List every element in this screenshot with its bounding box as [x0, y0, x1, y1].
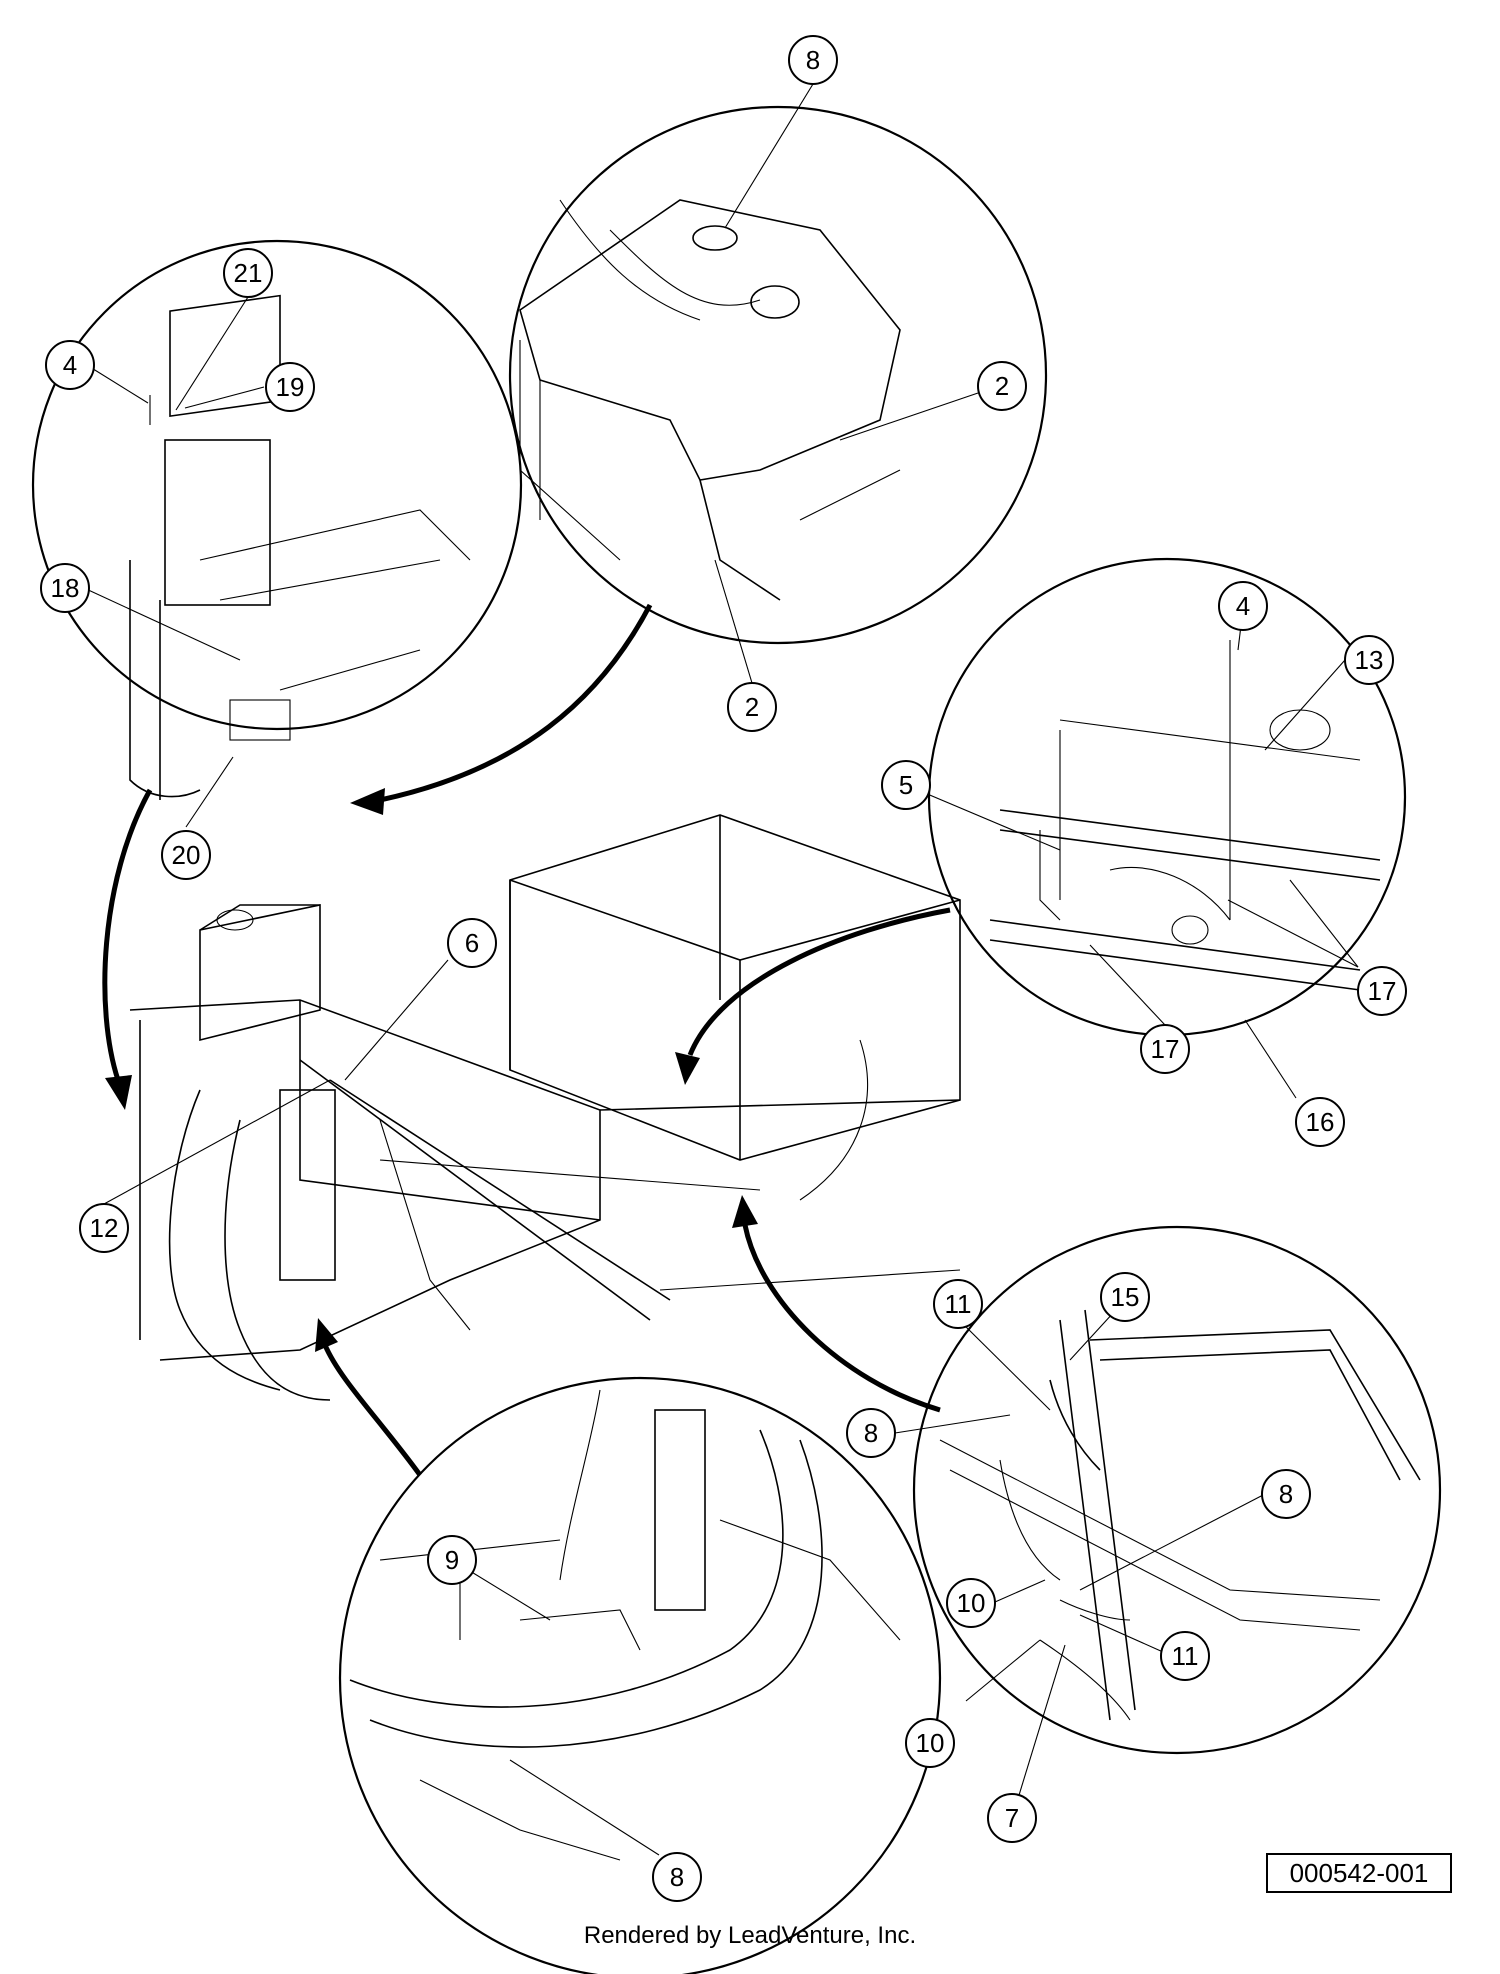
detail-circle-radiator — [31, 239, 523, 731]
arrow-hoses-to-frame — [742, 1224, 941, 1413]
callout-label: 4 — [63, 350, 77, 380]
callout-label: 10 — [916, 1728, 945, 1758]
tank-detail-drawing — [519, 199, 901, 601]
callout-13[interactable]: 13 — [1344, 635, 1394, 685]
callout-8-top[interactable]: 8 — [788, 35, 838, 85]
underframe-right-detail-drawing — [989, 640, 1381, 991]
callout-17-left[interactable]: 17 — [1140, 1024, 1190, 1074]
callout-label: 13 — [1355, 645, 1384, 675]
callout-10-upper[interactable]: 10 — [946, 1578, 996, 1628]
callout-9[interactable]: 9 — [427, 1535, 477, 1585]
arrow-underframe-to-frame — [687, 907, 951, 1056]
detail-circle-tank — [508, 105, 1048, 645]
callout-2-right[interactable]: 2 — [977, 361, 1027, 411]
arrow-head-underframe — [675, 1052, 700, 1085]
hoses-right-detail-drawing — [939, 1309, 1421, 1721]
callout-label: 5 — [899, 770, 913, 800]
callout-label: 8 — [864, 1418, 878, 1448]
callout-11-top[interactable]: 11 — [933, 1279, 983, 1329]
callout-label: 6 — [465, 928, 479, 958]
arrow-head-front — [315, 1318, 338, 1352]
callout-18[interactable]: 18 — [40, 563, 90, 613]
main-frame-assembly — [129, 814, 961, 1401]
callout-label: 9 — [445, 1545, 459, 1575]
radiator-detail-drawing — [129, 294, 471, 800]
arrow-tank-to-frame — [379, 603, 653, 803]
callout-label: 2 — [745, 692, 759, 722]
callout-12[interactable]: 12 — [79, 1203, 129, 1253]
callout-5[interactable]: 5 — [881, 760, 931, 810]
callout-label: 17 — [1151, 1034, 1180, 1064]
callout-17-right[interactable]: 17 — [1357, 966, 1407, 1016]
callout-11-bottom[interactable]: 11 — [1160, 1631, 1210, 1681]
callout-label: 7 — [1005, 1803, 1019, 1833]
detail-circle-front-hoses — [338, 1376, 942, 1974]
callout-2-bottom[interactable]: 2 — [727, 682, 777, 732]
callout-label: 2 — [995, 371, 1009, 401]
front-hoses-detail-drawing — [349, 1389, 901, 1861]
callout-4-left[interactable]: 4 — [45, 340, 95, 390]
callout-20[interactable]: 20 — [161, 830, 211, 880]
callout-label: 11 — [1172, 1641, 1199, 1671]
arrow-head-radiator — [105, 1075, 132, 1110]
callout-6[interactable]: 6 — [447, 918, 497, 968]
footer-credit: Rendered by LeadVenture, Inc. — [583, 1922, 917, 1949]
callout-label: 11 — [945, 1289, 972, 1319]
detail-circle-hoses-right — [912, 1225, 1442, 1755]
part-number-label: 000542-001 — [1266, 1853, 1452, 1893]
leader-lines — [83, 83, 1359, 1856]
callout-10-lower[interactable]: 10 — [905, 1718, 955, 1768]
callout-label: 18 — [51, 573, 80, 603]
callout-15[interactable]: 15 — [1100, 1272, 1150, 1322]
arrow-head-tank — [350, 788, 385, 815]
callout-label: 19 — [276, 372, 305, 402]
callout-label: 16 — [1306, 1107, 1335, 1137]
callout-8-mid[interactable]: 8 — [846, 1408, 896, 1458]
arrow-front-to-frame — [322, 1344, 423, 1477]
connection-arrows — [102, 603, 951, 1477]
callout-16[interactable]: 16 — [1295, 1097, 1345, 1147]
callout-label: 4 — [1236, 591, 1250, 621]
callout-label: 12 — [90, 1213, 119, 1243]
callout-19[interactable]: 19 — [265, 362, 315, 412]
callout-label: 8 — [806, 45, 820, 75]
callout-7[interactable]: 7 — [987, 1793, 1037, 1843]
callout-21[interactable]: 21 — [223, 248, 273, 298]
arrow-radiator-to-frame — [102, 788, 153, 1081]
callout-4-right[interactable]: 4 — [1218, 581, 1268, 631]
callout-label: 17 — [1368, 976, 1397, 1006]
arrow-head-hoses — [732, 1195, 758, 1228]
callout-label: 8 — [1279, 1479, 1293, 1509]
callout-8-bottom[interactable]: 8 — [652, 1852, 702, 1902]
callout-8-right[interactable]: 8 — [1261, 1469, 1311, 1519]
callout-label: 10 — [957, 1588, 986, 1618]
callout-label: 8 — [670, 1862, 684, 1892]
callout-label: 21 — [234, 258, 263, 288]
callout-label: 20 — [172, 840, 201, 870]
callout-label: 15 — [1111, 1282, 1140, 1312]
